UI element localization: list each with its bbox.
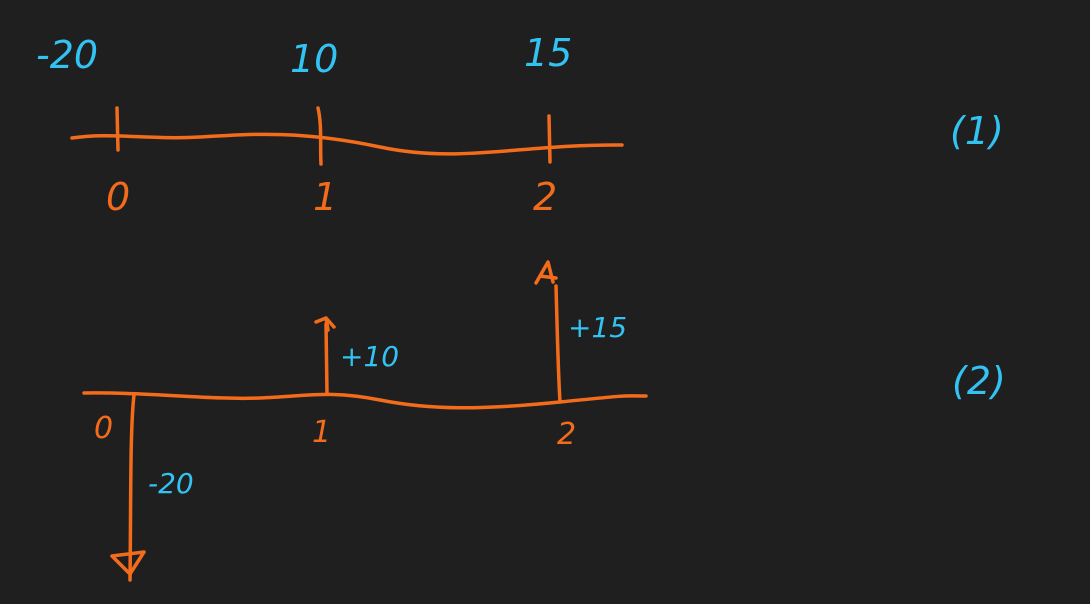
cashflow-arrow-minus20 bbox=[128, 393, 136, 582]
timeline-2-axis bbox=[82, 391, 648, 410]
time2-label-2: 2 bbox=[557, 417, 577, 452]
cashflow-arrow-plus10 bbox=[324, 322, 329, 396]
timeline-1-tick-1 bbox=[316, 106, 323, 166]
value-minus20: -20 bbox=[36, 33, 99, 77]
diagram-label-2: (2) bbox=[952, 359, 1006, 403]
time2-label-1: 1 bbox=[312, 415, 332, 450]
time-label-0: 0 bbox=[106, 175, 131, 219]
time2-label-0: 0 bbox=[94, 411, 114, 446]
cashflow-arrowhead-minus20 bbox=[110, 550, 146, 576]
time-label-1: 1 bbox=[313, 175, 338, 219]
value-15: 15 bbox=[524, 31, 573, 75]
flow-label-plus10: +10 bbox=[340, 340, 400, 373]
timeline-1-axis bbox=[70, 132, 624, 156]
time-label-2: 2 bbox=[533, 175, 558, 219]
diagram-label-1: (1) bbox=[950, 109, 1004, 153]
timeline-1-tick-2 bbox=[547, 114, 552, 164]
cashflow-arrowhead-plus15 bbox=[534, 260, 558, 285]
flow-label-plus15: +15 bbox=[568, 311, 628, 344]
value-10: 10 bbox=[290, 37, 339, 81]
flow-label-minus20: -20 bbox=[148, 467, 194, 500]
cashflow-arrowhead-plus10 bbox=[314, 316, 336, 332]
timeline-1-tick-0 bbox=[115, 106, 120, 152]
cashflow-arrow-plus15 bbox=[554, 284, 562, 404]
